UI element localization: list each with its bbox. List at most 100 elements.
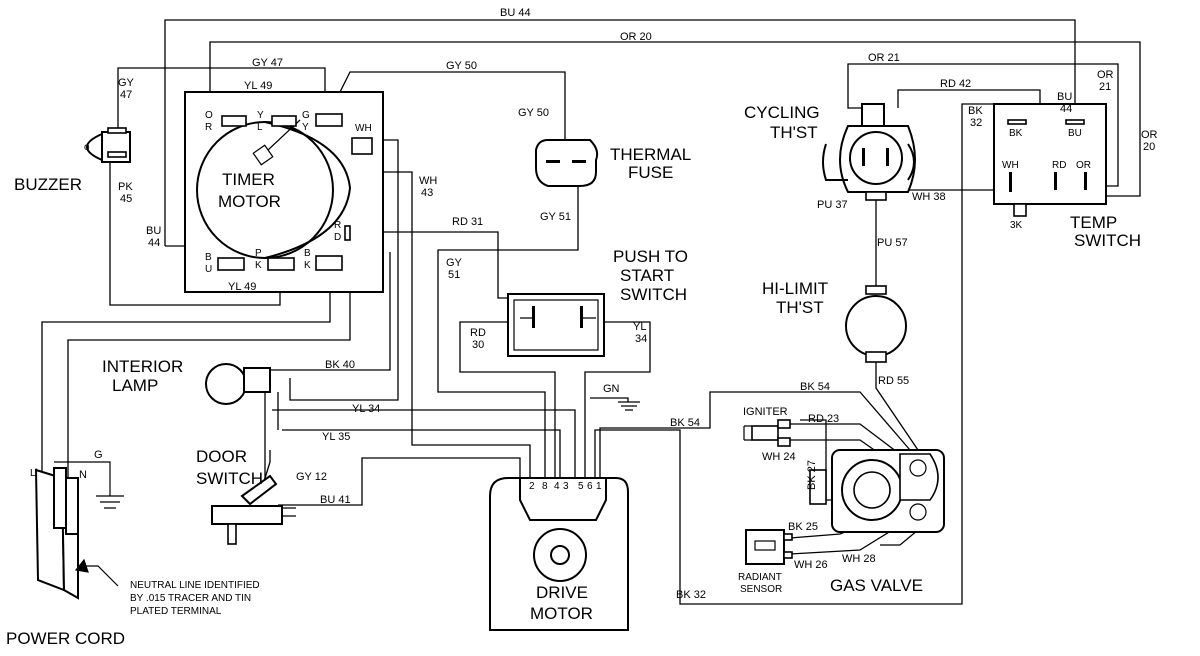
gas-valve-label: GAS VALVE xyxy=(830,576,923,595)
door-switch-label-2: SWITCH xyxy=(196,469,263,488)
wire-labels: BU 44 OR 20 GY 47 GY 47 YL 49 GY 50 GY 5… xyxy=(118,7,1158,601)
timer-term-d: D xyxy=(334,232,341,243)
timer-term-u: U xyxy=(205,264,212,275)
radiant-sensor xyxy=(745,529,793,565)
label-rd42: RD 42 xyxy=(940,78,971,90)
buzzer-label: BUZZER xyxy=(14,175,82,194)
power-cord-g: G xyxy=(94,449,103,461)
push-start-label-2: START xyxy=(620,266,674,285)
wire-rd23 xyxy=(790,423,906,459)
motor-term-6: 6 xyxy=(587,481,593,492)
buzzer-terminal-o: o xyxy=(84,142,90,153)
label-yl34: YL 34 xyxy=(352,403,380,415)
wire-gy47 xyxy=(117,67,326,128)
label-gy47-a: GY xyxy=(118,77,135,89)
label-or20-b: 20 xyxy=(1143,141,1155,153)
door-switch-label-1: DOOR xyxy=(196,447,247,466)
timer-term-r2: R xyxy=(334,220,341,231)
note-line-1: NEUTRAL LINE IDENTIFIED xyxy=(130,580,260,591)
label-pk45-b: 45 xyxy=(120,193,132,205)
label-or21-b: 21 xyxy=(1099,81,1111,93)
push-start-label-1: PUSH TO xyxy=(613,247,688,266)
temp-term-or: OR xyxy=(1076,160,1091,171)
label-or20: OR 20 xyxy=(620,31,652,43)
wires xyxy=(41,19,1141,605)
label-rd31: RD 31 xyxy=(452,216,483,228)
interior-lamp-label-1: INTERIOR xyxy=(102,357,183,376)
wire-bk40 xyxy=(270,252,391,371)
wire-gy51 xyxy=(437,168,579,478)
igniter xyxy=(743,419,791,447)
label-wh43-a: WH xyxy=(419,175,437,187)
label-yl49-bottom: YL 49 xyxy=(228,281,256,293)
timer-term-k2: K xyxy=(304,260,311,271)
motor-term-5: 5 xyxy=(578,481,584,492)
label-rd30-b: 30 xyxy=(472,339,484,351)
note-line-2: BY .015 TRACER AND TIN xyxy=(130,593,251,604)
label-wh24: WH 24 xyxy=(762,451,796,463)
timer-term-g: G xyxy=(302,110,310,121)
temp-term-wh: WH xyxy=(1002,160,1019,171)
buzzer: o xyxy=(84,127,131,163)
temp-switch xyxy=(993,103,1107,217)
thermal-fuse xyxy=(535,139,599,187)
wire-bu41 xyxy=(278,457,521,506)
drive-motor-label-1: DRIVE xyxy=(536,583,588,602)
timer-motor: O R Y L G Y WH B U P K B K R D xyxy=(184,91,384,293)
label-gy51-a: GY xyxy=(446,257,463,269)
label-bk32: BK 32 xyxy=(676,589,706,601)
label-pk45-a: PK xyxy=(118,181,133,193)
wire-wh43 xyxy=(371,148,531,478)
drive-motor xyxy=(489,477,629,631)
wire-yl34 xyxy=(272,409,576,478)
interior-lamp xyxy=(205,363,271,405)
motor-term-4: 4 xyxy=(554,481,560,492)
wire-rd55 xyxy=(875,362,919,451)
thermal-fuse-label-2: FUSE xyxy=(628,163,673,182)
power-cord-n: N xyxy=(79,469,87,481)
label-wh28: WH 28 xyxy=(842,553,876,565)
label-gy51: GY 51 xyxy=(540,211,571,223)
timer-term-p: P xyxy=(255,248,262,259)
timer-term-y: Y xyxy=(257,110,264,121)
temp-term-bk: BK xyxy=(1009,128,1023,139)
hi-limit-label-2: TH'ST xyxy=(776,298,824,317)
timer-term-r: R xyxy=(205,122,212,133)
label-gy12: GY 12 xyxy=(296,471,327,483)
wire-bk-l1 xyxy=(41,272,331,478)
hi-limit-label-1: HI-LIMIT xyxy=(762,279,828,298)
wire-gy50 xyxy=(334,71,566,140)
temp-term-rd: RD xyxy=(1052,160,1066,171)
temp-term-3k: 3K xyxy=(1010,220,1023,231)
label-bu44-timer-b: 44 xyxy=(148,237,160,249)
timer-term-wh: WH xyxy=(355,123,372,134)
cycling-thermostat xyxy=(822,103,916,201)
wire-gn xyxy=(590,397,629,402)
motor-term-8: 8 xyxy=(542,481,548,492)
timer-term-l: L xyxy=(257,122,263,133)
radiant-sensor-label-1: RADIANT xyxy=(738,572,782,583)
door-switch xyxy=(211,474,296,545)
power-cord xyxy=(34,461,124,600)
power-cord-label: POWER CORD xyxy=(6,629,125,648)
power-cord-li: Li xyxy=(30,468,38,479)
label-yl34-b: 34 xyxy=(635,333,647,345)
ground-symbol-switch xyxy=(618,401,640,411)
motor-term-2: 2 xyxy=(529,481,535,492)
label-gy47-b: 47 xyxy=(120,89,132,101)
wire-yl34-switch xyxy=(584,321,651,478)
label-wh26: WH 26 xyxy=(794,559,828,571)
timer-term-b2: B xyxy=(304,248,311,259)
label-wh43-b: 43 xyxy=(421,187,433,199)
label-bu44: BU 44 xyxy=(500,7,531,19)
label-gy50: GY 50 xyxy=(446,60,477,72)
cycling-thst-label-1: CYCLING xyxy=(744,103,820,122)
temp-term-bu: BU xyxy=(1068,128,1082,139)
label-bu41: BU 41 xyxy=(320,494,351,506)
label-rd30-a: RD xyxy=(470,327,486,339)
wire-bk54 xyxy=(599,391,911,478)
label-bk32-a: BK xyxy=(968,105,983,117)
label-bk54: BK 54 xyxy=(670,417,700,429)
wire-rd30 xyxy=(459,321,556,478)
timer-term-o: O xyxy=(205,110,213,121)
